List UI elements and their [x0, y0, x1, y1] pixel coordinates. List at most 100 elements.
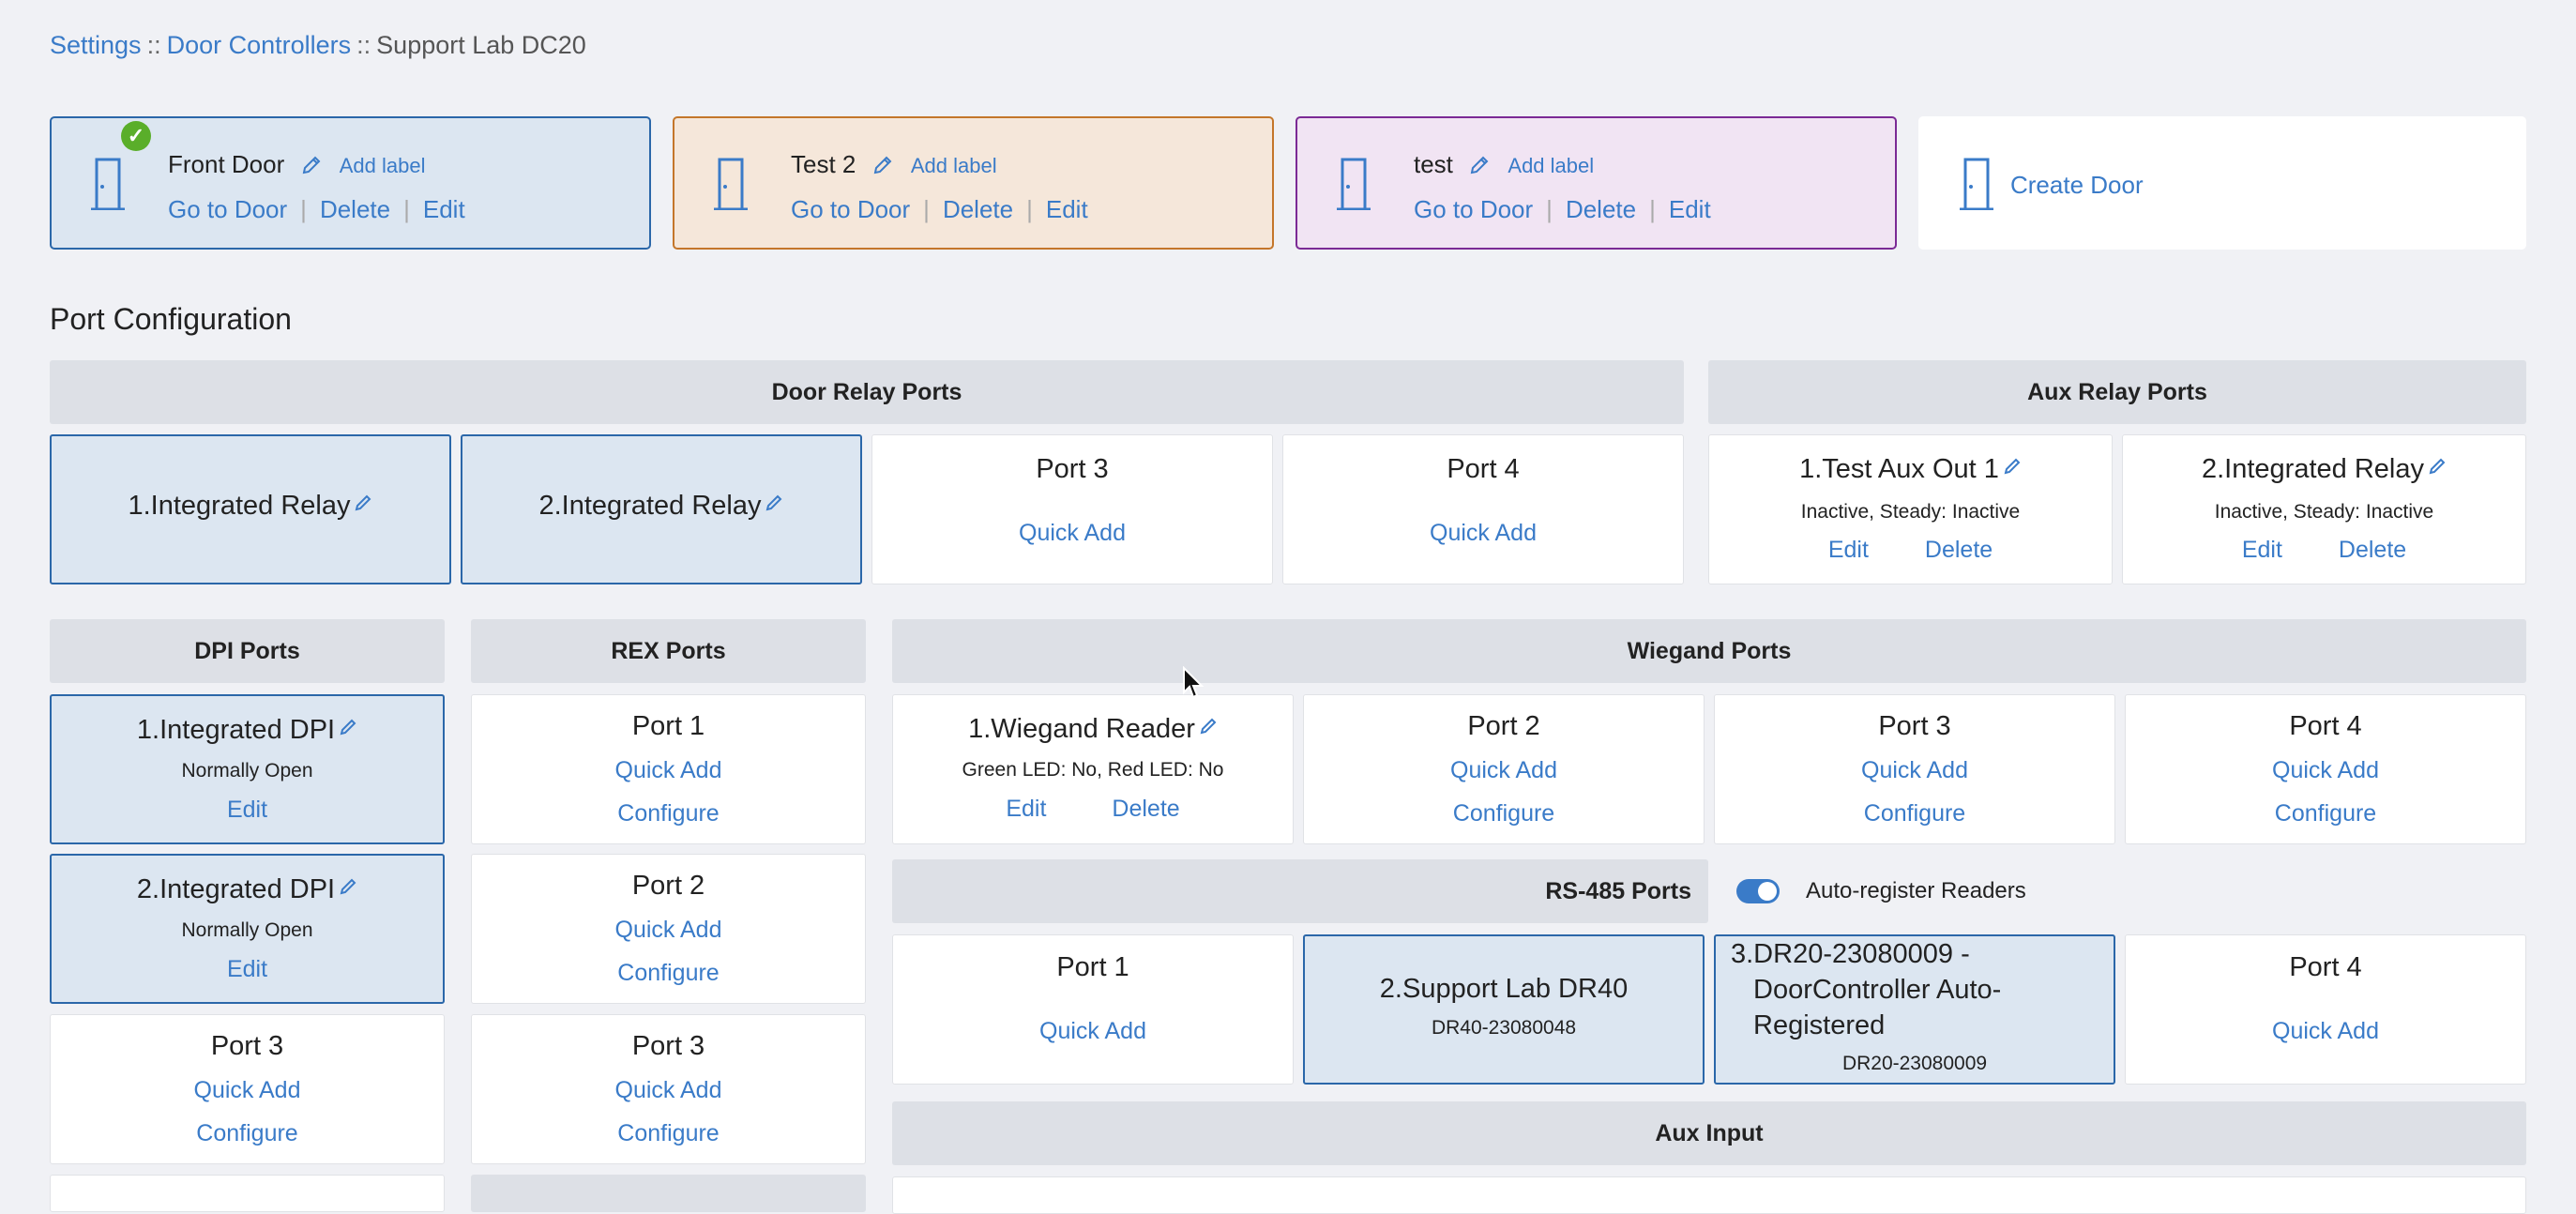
create-door-link[interactable]: Create Door: [2010, 171, 2144, 199]
door-relay-port-1[interactable]: 1.Integrated Relay: [50, 434, 451, 584]
edit-link[interactable]: Edit: [1827, 537, 1869, 563]
pencil-icon[interactable]: [765, 493, 783, 512]
port-title-row: 1.Test Aux Out 1: [1709, 454, 2112, 485]
configure-link[interactable]: Configure: [617, 800, 720, 827]
wiegand-port-2: Port 2 Quick Add Configure: [1303, 694, 1705, 844]
port-title-line: 3.DR20-23080009 -: [1731, 939, 1970, 969]
door-card-front-door: ✓ Front Door Add label Go to Door|Delete…: [50, 116, 651, 250]
edit-door-link[interactable]: Edit: [1045, 195, 1088, 223]
door-relay-port-3: Port 3 Quick Add: [871, 434, 1273, 584]
quick-add-link[interactable]: Quick Add: [614, 1077, 722, 1103]
pencil-icon[interactable]: [2003, 457, 2022, 476]
port-title: 1.Integrated Relay: [128, 491, 351, 521]
divider: |: [300, 195, 307, 223]
pencil-icon[interactable]: [301, 155, 322, 175]
edit-link[interactable]: Edit: [1006, 796, 1047, 822]
pencil-icon[interactable]: [354, 493, 372, 512]
quick-add-link[interactable]: Quick Add: [2272, 757, 2379, 783]
quick-add-link[interactable]: Quick Add: [2272, 1018, 2379, 1044]
edit-door-link[interactable]: Edit: [1668, 195, 1711, 223]
port-title-row: 1.Integrated Relay: [52, 491, 449, 522]
port-actions: Edit Delete: [893, 796, 1293, 823]
delete-door-link[interactable]: Delete: [319, 195, 391, 223]
add-label-link[interactable]: Add label: [339, 154, 426, 177]
configure-link[interactable]: Configure: [1863, 800, 1966, 827]
quick-add-link[interactable]: Quick Add: [1861, 757, 1968, 783]
pencil-icon[interactable]: [339, 877, 357, 896]
door-relay-port-4: Port 4 Quick Add: [1282, 434, 1684, 584]
port-title: 1.Wiegand Reader: [968, 714, 1195, 744]
add-label-link[interactable]: Add label: [910, 154, 997, 177]
delete-link[interactable]: Delete: [1924, 537, 1993, 563]
edit-link[interactable]: Edit: [2241, 537, 2282, 563]
dpi-port-1[interactable]: 1.Integrated DPI Normally Open Edit: [50, 694, 445, 844]
wiegand-ports-header: Wiegand Ports: [892, 619, 2526, 683]
port-title-row: 2.Integrated DPI: [52, 874, 443, 905]
door-relay-port-2[interactable]: 2.Integrated Relay: [461, 434, 862, 584]
quick-add-link[interactable]: Quick Add: [1039, 1018, 1146, 1044]
breadcrumb-settings-link[interactable]: Settings: [50, 31, 142, 59]
quick-add-link[interactable]: Quick Add: [1430, 520, 1537, 546]
pencil-icon[interactable]: [1199, 717, 1218, 736]
edit-door-link[interactable]: Edit: [422, 195, 465, 223]
aux-relay-port-2: 2.Integrated Relay Inactive, Steady: Ina…: [2122, 434, 2526, 584]
rs485-port-3[interactable]: 3.DR20-23080009 - DoorController Auto- R…: [1714, 934, 2115, 1085]
pencil-icon[interactable]: [339, 718, 357, 736]
quick-add-link[interactable]: Quick Add: [614, 757, 722, 783]
aux-relay-ports-header: Aux Relay Ports: [1708, 360, 2526, 424]
port-title: Port 2: [1467, 711, 1540, 741]
delete-link[interactable]: Delete: [1112, 796, 1180, 822]
configure-link[interactable]: Configure: [2274, 800, 2377, 827]
configure-link[interactable]: Configure: [617, 1120, 720, 1146]
door-name-row: test Add label: [1414, 150, 1594, 179]
rex-ports-header: REX Ports: [471, 619, 866, 683]
port-title-row: 2.Integrated Relay: [2123, 454, 2525, 485]
port-title: Port 3: [1878, 711, 1951, 741]
door-actions: Go to Door|Delete|Edit: [168, 195, 465, 224]
port-configuration-title: Port Configuration: [50, 302, 292, 336]
mouse-cursor-icon: [1183, 666, 1205, 699]
port-title-line: DoorController Auto-: [1753, 975, 2002, 1005]
add-label-link[interactable]: Add label: [1508, 154, 1595, 177]
door-card-test: test Add label Go to Door|Delete|Edit: [1296, 116, 1897, 250]
go-to-door-link[interactable]: Go to Door: [1414, 195, 1534, 223]
rex-port-2: Port 2 Quick Add Configure: [471, 854, 866, 1004]
breadcrumb-separator: ::: [146, 31, 161, 59]
go-to-door-link[interactable]: Go to Door: [168, 195, 288, 223]
next-section-header: [471, 1175, 866, 1212]
rs485-port-2[interactable]: 2.Support Lab DR40 DR40-23080048: [1303, 934, 1705, 1085]
port-title: Port 1: [1056, 952, 1129, 982]
door-name: test: [1414, 150, 1453, 178]
quick-add-link[interactable]: Quick Add: [614, 917, 722, 943]
breadcrumb-current: Support Lab DC20: [376, 31, 586, 59]
configure-link[interactable]: Configure: [617, 960, 720, 986]
configure-link[interactable]: Configure: [1452, 800, 1555, 827]
pencil-icon[interactable]: [872, 155, 893, 175]
port-title: Port 3: [210, 1031, 284, 1061]
quick-add-link[interactable]: Quick Add: [193, 1077, 301, 1103]
dpi-ports-header: DPI Ports: [50, 619, 445, 683]
rex-port-3: Port 3 Quick Add Configure: [471, 1014, 866, 1164]
port-title: 1.Integrated DPI: [136, 715, 336, 745]
quick-add-link[interactable]: Quick Add: [1019, 520, 1126, 546]
create-door-card[interactable]: Create Door: [1918, 116, 2526, 250]
breadcrumb-door-controllers-link[interactable]: Door Controllers: [166, 31, 352, 59]
delete-door-link[interactable]: Delete: [942, 195, 1014, 223]
configure-link[interactable]: Configure: [196, 1120, 298, 1146]
door-name: Front Door: [168, 150, 285, 178]
delete-door-link[interactable]: Delete: [1565, 195, 1637, 223]
edit-link[interactable]: Edit: [226, 956, 268, 982]
pencil-icon[interactable]: [1469, 155, 1490, 175]
pencil-icon[interactable]: [2428, 457, 2447, 476]
quick-add-link[interactable]: Quick Add: [1450, 757, 1557, 783]
dpi-port-2[interactable]: 2.Integrated DPI Normally Open Edit: [50, 854, 445, 1004]
wiegand-port-1: 1.Wiegand Reader Green LED: No, Red LED:…: [892, 694, 1294, 844]
edit-link[interactable]: Edit: [226, 797, 268, 823]
delete-link[interactable]: Delete: [2338, 537, 2407, 563]
divider: |: [923, 195, 930, 223]
relay-status: Inactive, Steady: Inactive: [1800, 501, 2021, 523]
door-relay-ports-header: Door Relay Ports: [50, 360, 1684, 424]
port-title: Port 1: [631, 711, 705, 741]
auto-register-toggle[interactable]: [1736, 879, 1780, 903]
go-to-door-link[interactable]: Go to Door: [791, 195, 911, 223]
